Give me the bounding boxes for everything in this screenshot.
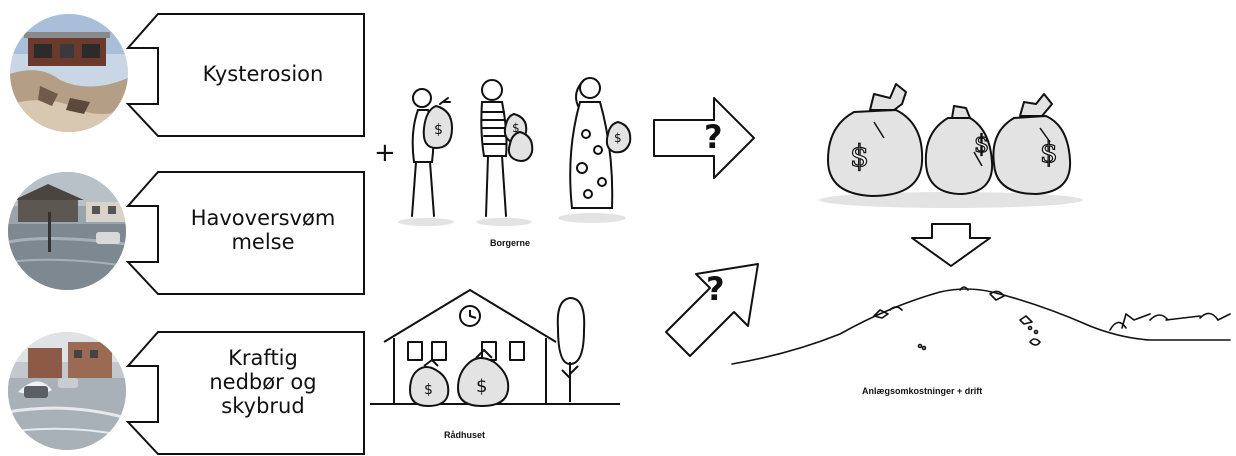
bag-dollar-3: $: [1040, 136, 1058, 169]
townhall-illustration: $ $: [370, 282, 620, 416]
hazard-label-cloudburst: Kraftig nedbør og skybrud: [160, 346, 366, 418]
citizen-bag-dollar-1: $: [434, 122, 443, 138]
coastal-erosion-photo: [10, 14, 128, 132]
bag-dollar-2: $: [974, 130, 989, 158]
cloudburst-photo: [8, 332, 126, 450]
question-mark-top: ?: [704, 118, 723, 156]
bag-dollar-1: $: [850, 139, 869, 174]
money-bags-illustration: $ $ $: [814, 82, 1088, 208]
sea-flooding-photo: [8, 172, 126, 290]
plus-sign: +: [374, 138, 396, 168]
townhall-caption: Rådhuset: [444, 430, 485, 440]
citizens-caption: Borgerne: [490, 238, 530, 248]
result-caption: Anlægsomkostninger + drift: [862, 386, 982, 396]
citizen-bag-dollar-3: $: [614, 131, 622, 145]
hazard-label-flooding: Havoversvøm melse: [160, 206, 366, 254]
arrow-down-icon: [910, 222, 992, 268]
question-mark-bottom: ?: [706, 270, 725, 308]
hazard-label-erosion: Kysterosion: [160, 62, 366, 86]
citizen-bag-dollar-2: $: [512, 121, 520, 135]
dike-illustration: [730, 280, 1232, 376]
townhall-bag-dollar-2: $: [476, 376, 487, 397]
townhall-bag-dollar-1: $: [424, 382, 433, 398]
citizens-illustration: $ $ $: [396, 72, 636, 230]
